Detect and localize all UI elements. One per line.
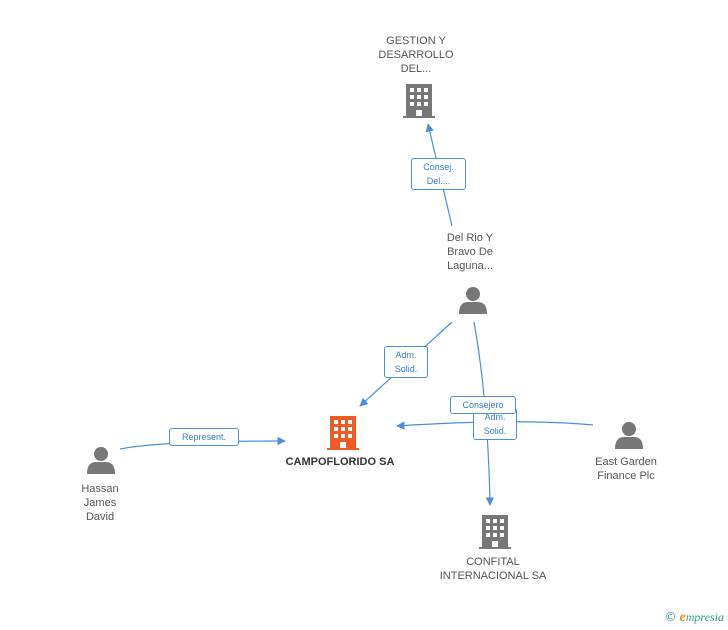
- building-icon[interactable]: [327, 416, 359, 450]
- building-icon[interactable]: [479, 515, 511, 549]
- node-label-eastgarden[interactable]: East Garden Finance Plc: [595, 456, 657, 482]
- person-icon[interactable]: [87, 447, 115, 474]
- edge-label-consejero: Consejero: [450, 396, 516, 414]
- edge-label-adm-solid: Adm. Solid.: [384, 346, 428, 378]
- building-icon[interactable]: [403, 84, 435, 118]
- edge-label-represent: Represent.: [169, 428, 239, 446]
- person-icon[interactable]: [459, 287, 487, 314]
- node-label-confital[interactable]: CONFITAL INTERNACIONAL SA: [439, 556, 547, 582]
- node-label-campoflorido[interactable]: CAMPOFLORIDO SA: [285, 456, 395, 468]
- node-label-gestion[interactable]: GESTION Y DESARROLLO DEL...: [378, 35, 454, 75]
- node-label-delrio[interactable]: Del Rio Y Bravo De Laguna...: [446, 232, 494, 272]
- person-icon[interactable]: [615, 422, 643, 449]
- node-label-hassan[interactable]: Hassan James David: [81, 483, 119, 523]
- edge-label-consej: Consej. Del....: [411, 158, 466, 190]
- empresia-logo: © empresia: [664, 610, 724, 625]
